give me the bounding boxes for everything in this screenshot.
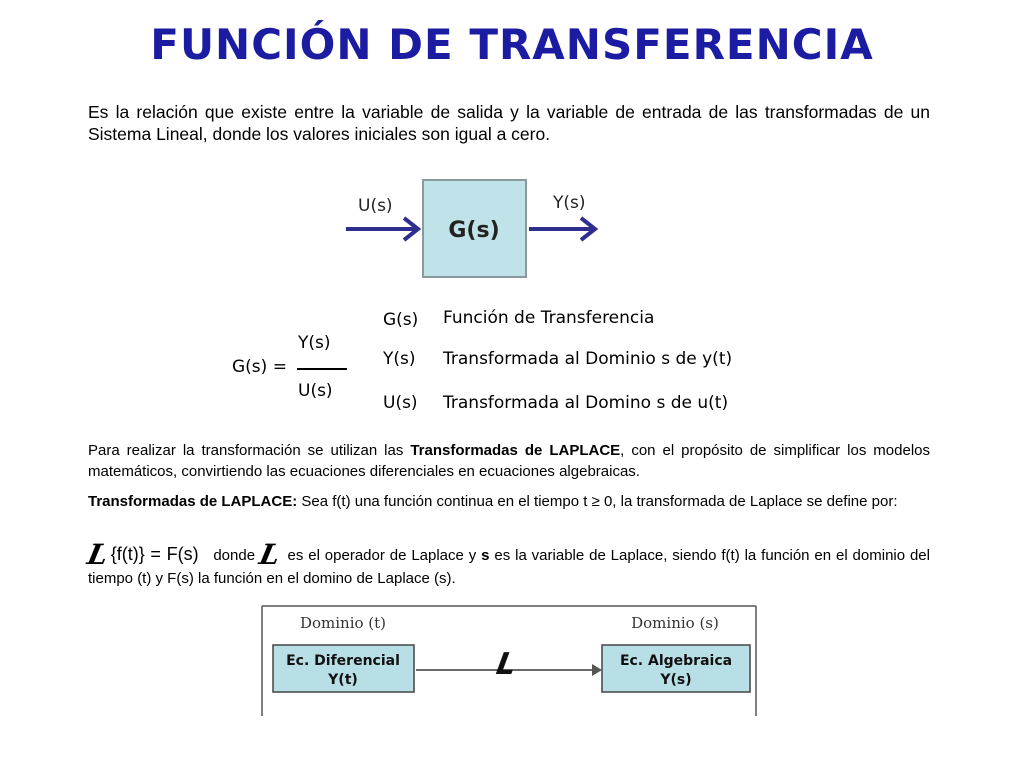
differential-equation-line1: Ec. Diferencial xyxy=(286,653,400,669)
block-diagram: G(s) U(s) Y(s) xyxy=(346,179,599,278)
definition-symbol-gs: G(s) xyxy=(383,310,419,330)
operator-text-2: es la variable de Laplace, siendo f(t) l… xyxy=(88,547,930,587)
equation-denominator: U(s) xyxy=(298,381,333,401)
domain-s-header: Dominio (s) xyxy=(631,614,719,632)
laplace-intro-text-1: Para realizar la transformación se utili… xyxy=(88,442,411,459)
intro-paragraph: Es la relación que existe entre la varia… xyxy=(88,102,930,144)
laplace-expression: {f(t)} = F(s) xyxy=(110,544,199,564)
algebraic-equation-box xyxy=(601,644,751,693)
variable-s-bold: s xyxy=(481,547,490,564)
input-arrow-head xyxy=(402,216,422,242)
definition-meaning-gs: Función de Transferencia xyxy=(443,308,655,328)
input-label: U(s) xyxy=(358,196,393,216)
laplace-operator-symbol-inline: L xyxy=(256,538,284,571)
fraction-bar xyxy=(297,368,347,370)
laplace-intro-paragraph: Para realizar la transformación se utili… xyxy=(88,440,930,482)
page-title: FUNCIÓN DE TRANSFERENCIA xyxy=(150,20,874,69)
differential-equation-line2: Y(t) xyxy=(327,672,358,688)
donde-word: donde xyxy=(213,547,256,564)
domain-t-header: Dominio (t) xyxy=(300,614,386,632)
definition-meaning-ys: Transformada al Dominio s de y(t) xyxy=(443,349,733,369)
domain-arrow-head xyxy=(592,664,602,676)
definition-symbol-ys: Y(s) xyxy=(383,349,416,369)
laplace-definition-bold: Transformadas de LAPLACE: xyxy=(88,493,298,510)
equation-lhs: G(s) = xyxy=(232,357,287,377)
domain-laplace-operator: L xyxy=(494,647,519,682)
block-label: G(s) xyxy=(448,218,499,243)
laplace-definition-paragraph: Transformadas de LAPLACE: Sea f(t) una f… xyxy=(88,491,930,512)
definition-symbol-us: U(s) xyxy=(383,393,418,413)
domain-diagram: Dominio (t) Dominio (s) Ec. Diferencial … xyxy=(261,605,757,716)
algebraic-equation-line2: Y(s) xyxy=(659,672,691,688)
transfer-function-block xyxy=(422,179,527,278)
operator-text-1: es el operador de Laplace y xyxy=(282,547,482,564)
output-arrow-head xyxy=(579,216,599,242)
laplace-intro-bold: Transformadas de LAPLACE xyxy=(410,442,621,459)
laplace-definition-text: Sea f(t) una función continua en el tiem… xyxy=(297,493,898,510)
laplace-operator-paragraph: L{f(t)} = F(s) donde L es el operador de… xyxy=(84,538,930,590)
differential-equation-box xyxy=(272,644,415,693)
output-label: Y(s) xyxy=(552,193,586,213)
laplace-intro-text-2: , con el propósito de simplificar los mo… xyxy=(88,442,930,480)
algebraic-equation-line1: Ec. Algebraica xyxy=(620,653,732,669)
equation-numerator: Y(s) xyxy=(298,333,331,353)
definition-meaning-us: Transformada al Domino s de u(t) xyxy=(443,393,729,413)
laplace-operator-symbol: L xyxy=(84,538,112,571)
